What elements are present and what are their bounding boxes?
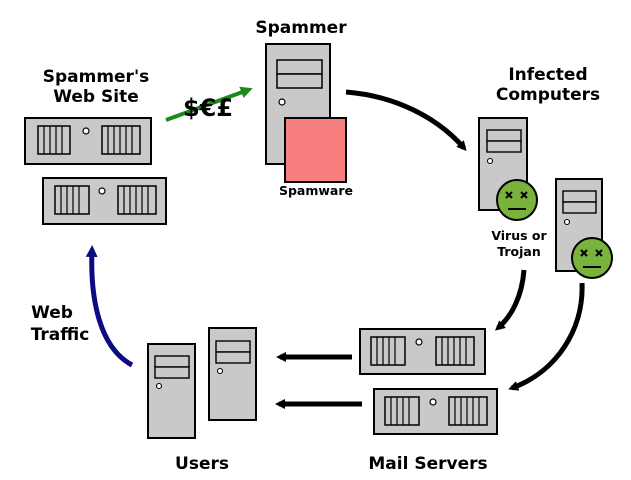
rack-server-icon [359, 328, 486, 375]
spammer-label: Spammer [255, 18, 347, 38]
rack-server-icon [42, 177, 167, 225]
money-label: $€£ [183, 94, 233, 122]
tower-computer-icon [147, 343, 196, 439]
rack-server-icon [24, 117, 152, 165]
virus-face-icon [496, 179, 538, 221]
spamware-label: Spamware [279, 183, 353, 198]
mail-servers-label: Mail Servers [368, 454, 487, 474]
infected-label-line2: Computers [496, 85, 600, 105]
users-label: Users [175, 454, 229, 474]
virus-label-line1: Virus or [491, 228, 547, 243]
arrow-infected2-to-mail [508, 282, 585, 391]
virus-label-line2: Trojan [497, 244, 541, 259]
web-traffic-arrow [85, 245, 134, 368]
tower-computer-icon [208, 327, 257, 421]
mail-servers [359, 328, 498, 435]
rack-server-icon [373, 388, 498, 435]
arrow-infected1-to-mail [494, 269, 527, 331]
infected-computer-2 [555, 178, 613, 279]
infected-label-line1: Infected [508, 65, 587, 85]
spammers-site-label-line1: Spammer's [43, 67, 150, 87]
spammer-computer [265, 43, 347, 183]
virus-face-icon [571, 237, 613, 279]
web-traffic-label-line1: Web [31, 303, 73, 323]
money-arrow [165, 86, 253, 122]
spammers-web-site-servers [24, 117, 167, 225]
web-traffic-label-line2: Traffic [31, 325, 90, 345]
spam-arrow-to-infected [345, 89, 467, 152]
spamware-box [284, 117, 347, 183]
spammers-site-label-line2: Web Site [53, 87, 139, 107]
users-computers [147, 327, 257, 439]
infected-computer-1 [478, 117, 538, 221]
